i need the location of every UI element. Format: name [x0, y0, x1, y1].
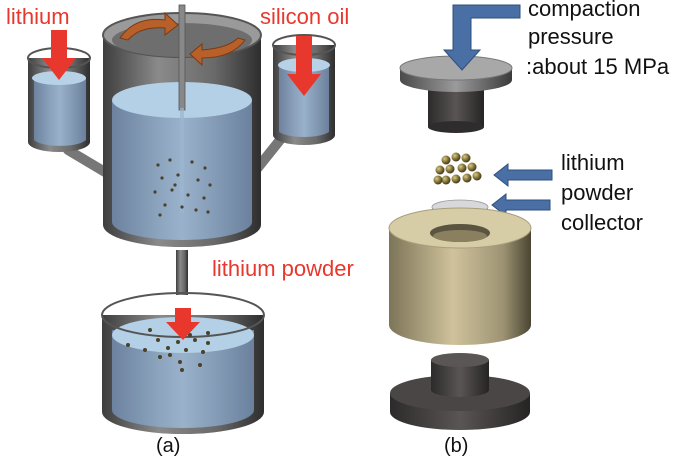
powder-balls: [433, 152, 482, 185]
oil-inlet-arrow-icon: [287, 36, 321, 96]
label-lithium-powder-line1: lithium: [561, 150, 625, 175]
caption-a: (a): [156, 435, 181, 457]
mixing-vessel: [102, 4, 262, 247]
die-cylinder: [388, 207, 532, 345]
stirrer-shaft: [178, 4, 186, 111]
panel-b-compaction-die: [388, 4, 553, 430]
lithium-particles: [153, 158, 212, 217]
lithium-inlet-arrow-icon: [42, 30, 76, 80]
upper-punch: [399, 55, 513, 133]
panel-a-apparatus: [27, 4, 336, 434]
label-lithium-powder-line2: powder: [561, 180, 634, 205]
label-collector: collector: [561, 210, 643, 235]
powder-pointer-arrow-icon: [493, 162, 553, 188]
compaction-pressure-arrow-icon: [442, 4, 521, 71]
label-lithium-powder: lithium powder: [212, 256, 354, 281]
lower-punch: [390, 353, 530, 430]
label-silicon-oil: silicon oil: [260, 4, 350, 29]
caption-b: (b): [444, 435, 469, 457]
rotation-arrow-icon: [189, 37, 246, 67]
label-compaction-line3: :about 15 MPa: [526, 54, 670, 79]
label-lithium: lithium: [6, 4, 70, 29]
label-compaction-line2: pressure: [528, 24, 614, 49]
label-compaction-line1: compaction: [528, 0, 641, 21]
powder-outlet-arrow-icon: [166, 308, 200, 340]
outlet-pipe: [176, 250, 188, 295]
lithium-tank: [27, 47, 91, 152]
collector-pointer-arrow-icon: [491, 192, 551, 218]
rotation-arrow-icon: [119, 11, 179, 41]
